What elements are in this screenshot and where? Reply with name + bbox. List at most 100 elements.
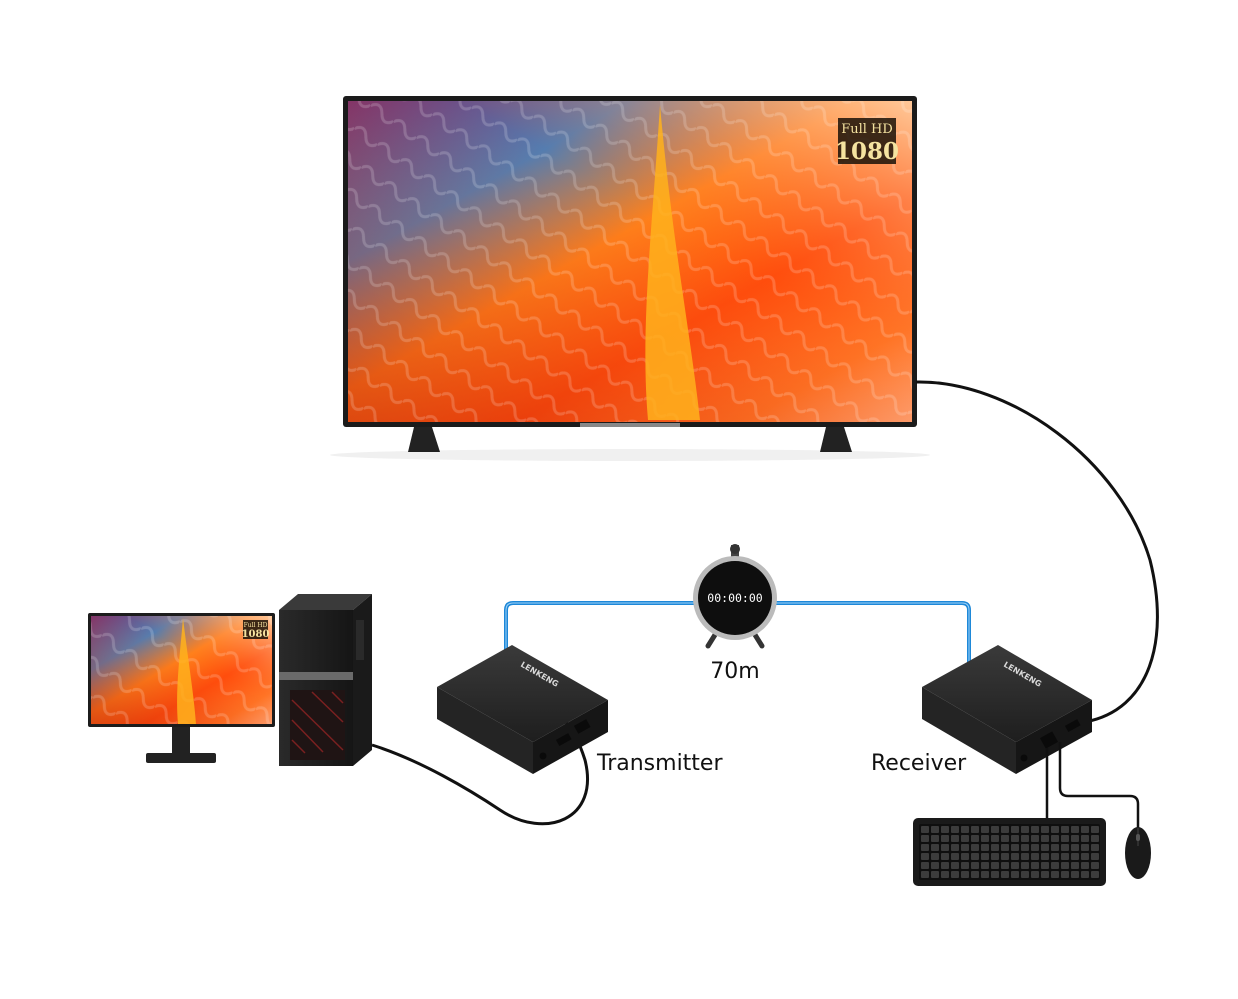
keyboard-key [1051, 826, 1059, 833]
transmitter-side [437, 687, 533, 774]
keyboard-key [1031, 844, 1039, 851]
keyboard-key [1081, 862, 1089, 869]
timer-display: 00:00:00 [707, 591, 762, 605]
tv-screen-waves [348, 101, 912, 422]
keyboard-key [921, 835, 929, 842]
tv-foot-right [820, 427, 852, 452]
keyboard-key [1061, 835, 1069, 842]
pc-monitor-base [146, 753, 216, 763]
receiver-label: Receiver [871, 751, 967, 776]
keyboard-key [941, 826, 949, 833]
mouse-wheel [1136, 834, 1140, 841]
keyboard-key [1031, 826, 1039, 833]
keyboard-key [1061, 826, 1069, 833]
keyboard-key [1011, 862, 1019, 869]
keyboard-key [1001, 853, 1009, 860]
keyboard-key [1021, 853, 1029, 860]
keyboard-key [1041, 871, 1049, 878]
keyboard-key [1081, 844, 1089, 851]
keyboard-key [991, 835, 999, 842]
keyboard-key [1001, 871, 1009, 878]
timer-face [698, 561, 772, 635]
keyboard-key [1031, 862, 1039, 869]
keyboard-key [1001, 835, 1009, 842]
keyboard-key [1051, 871, 1059, 878]
keyboard-key [1081, 826, 1089, 833]
keyboard-key [1011, 853, 1019, 860]
keyboard-key [1001, 862, 1009, 869]
transmitter-front [533, 700, 608, 774]
keyboard-key [951, 835, 959, 842]
tv-badge-top: Full HD [841, 122, 893, 137]
usb-cable-mouse [1058, 742, 1140, 828]
receiver-side [922, 687, 1016, 774]
keyboard-key [931, 862, 939, 869]
keyboard-key [921, 862, 929, 869]
keyboard-key [921, 871, 929, 878]
keyboard-key [1071, 871, 1079, 878]
transmitter-rj45-port [573, 719, 591, 734]
pc-monitor-fullhd-badge: Full HD 1080 [242, 620, 270, 640]
keyboard-key [1001, 844, 1009, 851]
pc-badge-top: Full HD [244, 622, 268, 629]
keyboard-key [1061, 844, 1069, 851]
receiver-usb-port [1039, 731, 1059, 749]
keyboard-key [941, 853, 949, 860]
transmitter-device: LENKENG [437, 645, 608, 774]
pc-badge-num: 1080 [242, 629, 270, 640]
pc-tower-top [279, 594, 372, 610]
keyboard-key [1041, 835, 1049, 842]
keyboard-key [961, 871, 969, 878]
tv-foot-left [408, 427, 440, 452]
keyboard-key [941, 844, 949, 851]
keyboard-key [1021, 826, 1029, 833]
pc-monitor-neck [172, 727, 190, 755]
keyboard-key [1091, 826, 1099, 833]
keyboard-key [1021, 835, 1029, 842]
keyboard-key [1041, 844, 1049, 851]
keyboard-key [1011, 835, 1019, 842]
pc-tower [279, 594, 372, 766]
timer-clock: 00:00:00 [693, 544, 777, 649]
timer-top-button-cap [730, 544, 740, 554]
keyboard-key [931, 853, 939, 860]
pc-monitor: Full HD 1080 [88, 613, 275, 763]
keyboard-key [971, 871, 979, 878]
keyboard-key [1081, 835, 1089, 842]
keyboard-key [1061, 853, 1069, 860]
keyboard-key [1041, 853, 1049, 860]
keyboard-key [1081, 871, 1089, 878]
keyboard-key [961, 853, 969, 860]
keyboard-key [1041, 826, 1049, 833]
keyboard-key [1091, 844, 1099, 851]
keyboard-key [1071, 844, 1079, 851]
keyboard-key [961, 826, 969, 833]
keyboard-key [1081, 853, 1089, 860]
keyboard-key [1061, 862, 1069, 869]
receiver-power-port [1020, 754, 1028, 762]
keyboard-key [951, 862, 959, 869]
keyboard-key [1021, 862, 1029, 869]
keyboard-key [981, 871, 989, 878]
tv-shadow [330, 449, 930, 461]
tv-fullhd-badge: Full HD 1080 [835, 118, 899, 165]
pc-tower-drive [356, 620, 364, 660]
keyboard-key [1011, 844, 1019, 851]
keyboard-key [1071, 862, 1079, 869]
keyboard-key [971, 853, 979, 860]
keyboard-key [981, 844, 989, 851]
keyboard-key [1061, 871, 1069, 878]
keyboard-key [951, 844, 959, 851]
keyboard-key [1091, 853, 1099, 860]
pc-tower-bezel-strip [279, 672, 353, 680]
keyboard-key [1031, 871, 1039, 878]
keyboard-key [1031, 853, 1039, 860]
keyboard-key [1091, 871, 1099, 878]
keyboard-key [1051, 835, 1059, 842]
tv-display: Full HD 1080 [330, 96, 930, 461]
keyboard-key [971, 835, 979, 842]
keyboard-key [921, 853, 929, 860]
keyboard-key [991, 862, 999, 869]
transmitter-hdmi-port [555, 733, 572, 747]
